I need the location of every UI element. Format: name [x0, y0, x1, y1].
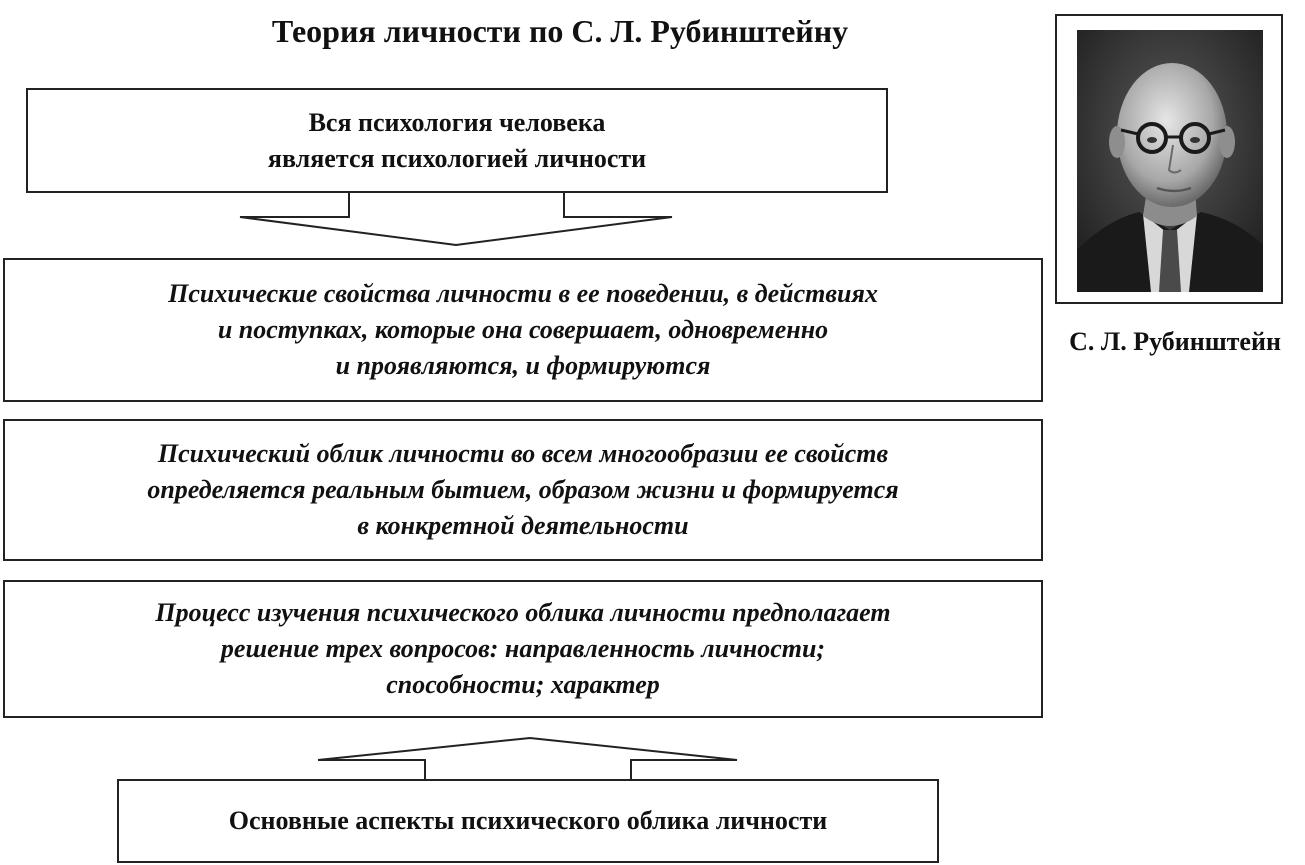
box-3-line-2: определяется реальным бытием, образом жи…: [147, 475, 899, 504]
box-3-line-3: в конкретной деятельности: [357, 511, 689, 540]
box-study-process: Процесс изучения психического облика лич…: [3, 580, 1043, 718]
box-2-line-3: и проявляются, и формируются: [335, 351, 711, 380]
box-2-line-2: и поступках, которые она совершает, одно…: [217, 315, 829, 344]
box-mental-appearance: Психический облик личности во всем много…: [3, 419, 1043, 561]
box-4-line-2: решение трех вопросов: направленность ли…: [220, 634, 826, 663]
box-4-line-1: Процесс изучения психического облика лич…: [155, 598, 891, 627]
box-top-line-1: Вся психология человека: [308, 107, 606, 137]
box-top-line-2: является психологией личности: [267, 143, 647, 173]
box-3-line-1: Психический облик личности во всем много…: [157, 439, 889, 468]
portrait-caption: С. Л. Рубинштейн: [1069, 327, 1281, 356]
box-bottom-text: Основные аспекты психического облика лич…: [228, 806, 828, 835]
portrait-frame: [1055, 14, 1283, 304]
box-mental-properties: Психические свойства личности в ее повед…: [3, 258, 1043, 402]
box-2-line-1: Психические свойства личности в ее повед…: [168, 279, 878, 308]
box-4-line-3: способности; характер: [386, 670, 660, 699]
page-title: Теория личности по С. Л. Рубинштейну: [271, 13, 849, 49]
box-main-aspects: Основные аспекты психического облика лич…: [117, 779, 939, 863]
portrait-image: [1077, 30, 1263, 292]
box-psychology-of-personality: Вся психология человека является психоло…: [26, 88, 888, 193]
